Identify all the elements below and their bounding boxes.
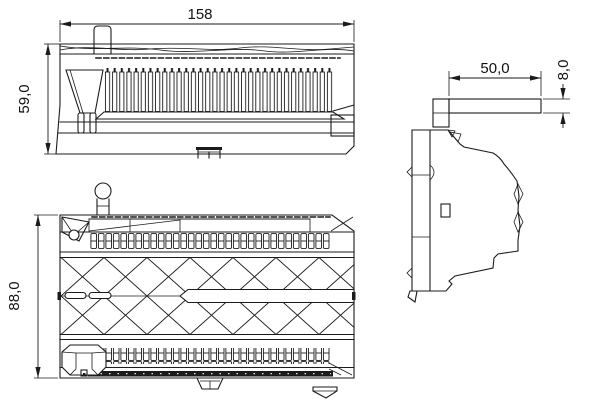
edge-diamond — [513, 183, 524, 205]
dimension-label: 158 — [187, 6, 212, 23]
side-view: 50,0 8,0 — [406, 60, 572, 303]
pill-slot — [64, 291, 87, 300]
fold-diagonal — [328, 368, 342, 376]
fold-diagonal — [328, 362, 353, 376]
corner-diagonal — [332, 104, 355, 112]
pill-slot — [88, 291, 112, 300]
edge-tick — [57, 292, 61, 300]
dimension-depth-50: 50,0 — [448, 60, 542, 96]
side-slot — [440, 203, 451, 218]
right-panel — [330, 114, 355, 137]
dimension-label: 8,0 — [555, 60, 572, 81]
wave-line — [59, 45, 355, 53]
dimension-thickness-8: 8,0 — [543, 60, 572, 128]
connector-octagon — [61, 344, 107, 377]
pin — [77, 112, 85, 134]
dimension-width-158: 158 — [59, 6, 355, 42]
center-slot — [179, 288, 355, 304]
front-body-outline — [55, 43, 355, 155]
bottom-foot — [407, 290, 418, 303]
kite-circle — [68, 229, 80, 241]
side-profile-outline — [411, 129, 521, 292]
terminal-row-bottom — [103, 348, 330, 364]
top-button — [93, 25, 112, 45]
left-notch — [406, 267, 413, 279]
vent-grille — [104, 68, 333, 112]
edge-diamond — [513, 211, 524, 233]
din-rail-clip-top-view — [196, 377, 224, 390]
vent-tray — [94, 111, 346, 120]
clip-triangle — [447, 129, 456, 138]
dimension-height-88: 88,0 — [6, 214, 58, 379]
antenna-head — [94, 182, 112, 200]
top-view: 88,0 — [6, 182, 356, 399]
side-rail-bar — [448, 98, 542, 114]
dimension-height-59: 59,0 — [16, 43, 60, 155]
antenna — [94, 182, 112, 216]
terminal-row-top — [90, 233, 330, 249]
funnel-inner-line — [69, 69, 84, 114]
upper-band — [59, 216, 355, 233]
din-rail-clip-front — [196, 147, 222, 159]
band-diagonal — [88, 219, 181, 232]
corner-kite-detail — [61, 216, 90, 242]
bottom-tab — [312, 386, 338, 399]
dimension-label: 88,0 — [6, 281, 23, 310]
clip-triangle — [449, 131, 462, 143]
dimension-label: 59,0 — [16, 84, 33, 113]
rail-spring-bump — [429, 164, 435, 181]
dimension-label: 50,0 — [480, 60, 509, 77]
left-notch — [406, 166, 413, 178]
front-view: 158 59,0 — [16, 6, 355, 159]
bottom-dark-bar — [88, 371, 333, 377]
pin — [89, 112, 97, 134]
corner-diagonal — [330, 216, 354, 232]
edge-tick — [352, 292, 356, 300]
